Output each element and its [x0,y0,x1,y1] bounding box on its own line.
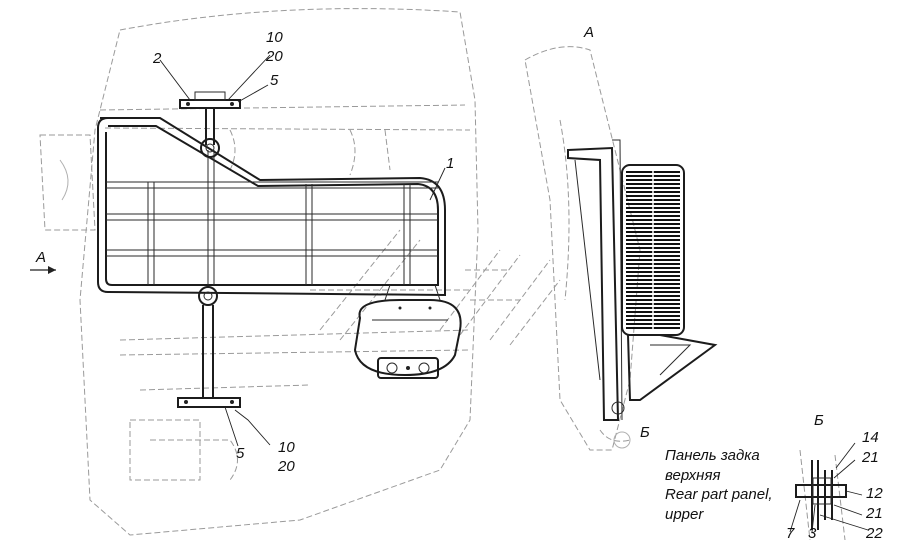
callout-5-top: 5 [270,72,279,89]
view-b-title: Б [814,412,824,429]
detail-b-21-upper: 21 [861,449,879,466]
caption-ru-line2: верхняя [665,467,720,484]
callout-20-top: 20 [265,48,283,65]
callout-labels: 2 10 20 5 1 5 10 20 [152,29,454,475]
detail-b-labels: 14 21 12 21 22 7 3 [786,429,883,542]
grille-bars [626,168,680,332]
view-labels: А А Б Б [35,24,824,441]
tube-frame-part-1 [97,117,446,297]
top-bracket [179,91,241,158]
background-stripes [319,229,561,346]
side-view-a [524,46,718,451]
detail-b-12: 12 [866,485,883,502]
caption-en-line1: Rear part panel, [665,486,773,503]
bottom-support [177,286,241,408]
caption-en-line2: upper [665,506,704,523]
cab-outline [39,8,479,536]
callout-2: 2 [152,50,162,67]
view-arrow-a-label: А [35,249,46,266]
caption-ru-line1: Панель задка [665,447,760,464]
callout-10-bottom: 10 [278,439,295,456]
callout-10-top: 10 [266,29,283,46]
view-arrow-a [30,266,56,274]
detail-b-22: 22 [865,525,883,542]
callout-5-bottom: 5 [236,445,245,462]
callout-20-bottom: 20 [277,458,295,475]
detail-b-21-lower: 21 [865,505,883,522]
callout-1: 1 [446,155,454,172]
view-a-title: А [583,24,594,41]
detail-b-7: 7 [786,525,795,542]
view-b-marker: Б [640,424,650,441]
caption: Панель задка верхняя Rear part panel, up… [665,447,773,523]
detail-b-3: 3 [808,525,817,542]
detail-b-14: 14 [862,429,879,446]
oval-housing [353,284,462,379]
leader-lines [159,54,869,533]
detail-b [795,449,847,541]
